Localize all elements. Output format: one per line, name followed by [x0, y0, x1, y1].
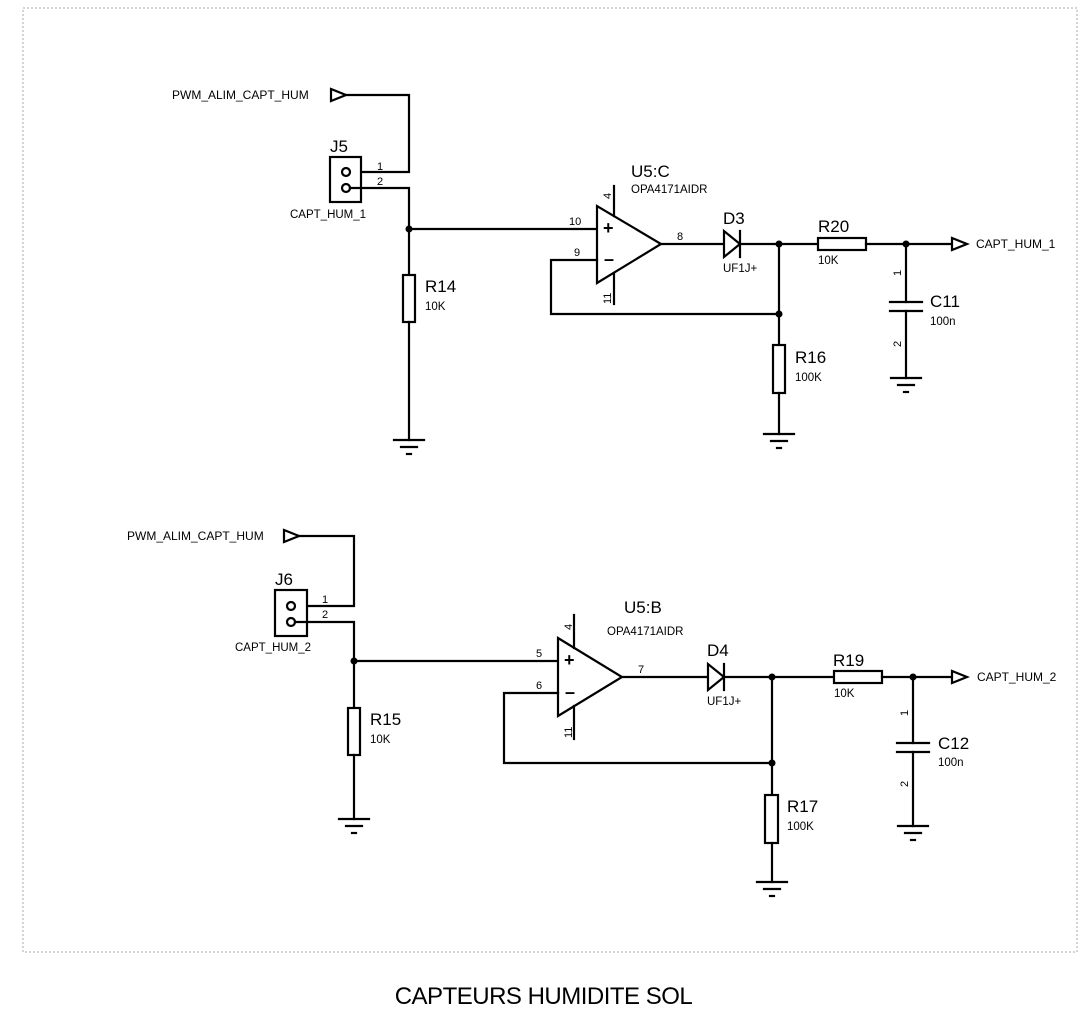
- minus-sign: –: [604, 249, 614, 269]
- connector-ref: J6: [275, 570, 293, 589]
- opamp-ref: U5:B: [624, 598, 662, 617]
- connector-ref: J5: [330, 137, 348, 156]
- capacitor-value: 100n: [938, 757, 964, 769]
- junction-dot: [775, 310, 783, 318]
- pin-number: 7: [638, 664, 644, 676]
- minus-sign: –: [565, 682, 575, 702]
- ground-icon: [755, 880, 789, 898]
- pin-number: 9: [574, 247, 580, 259]
- resistor-r17[interactable]: [763, 793, 780, 845]
- resistor-r20[interactable]: [816, 236, 868, 252]
- net-port-input-icon[interactable]: [329, 87, 349, 103]
- ground-icon: [889, 376, 923, 394]
- channel-1: PWM_ALIM_CAPT_HUM J5 1 2 CAPT_HUM_1 R14 …: [172, 87, 1056, 456]
- pin-number: 10: [569, 216, 581, 228]
- net-port-output-icon[interactable]: [950, 236, 970, 252]
- resistor-r14[interactable]: [401, 273, 417, 324]
- opamp-ref: U5:C: [631, 162, 670, 181]
- capacitor-ref: C12: [938, 734, 969, 753]
- capacitor-c12[interactable]: [895, 741, 931, 754]
- net-port-output-icon[interactable]: [950, 669, 970, 685]
- resistor-value: 100K: [787, 821, 814, 833]
- resistor-ref: R14: [425, 277, 456, 296]
- ground-icon: [762, 432, 796, 450]
- output-net-label: CAPT_HUM_2: [977, 670, 1057, 684]
- pin-circle-icon: [285, 600, 297, 612]
- connector-value: CAPT_HUM_2: [235, 642, 311, 654]
- pin-number: 11: [602, 293, 614, 304]
- resistor-value: 10K: [818, 255, 839, 267]
- junction-dot: [768, 759, 776, 767]
- pin-number: 8: [677, 231, 683, 243]
- resistor-ref: R15: [370, 710, 401, 729]
- pin-circle-icon: [340, 182, 352, 194]
- pin-number: 1: [892, 270, 904, 276]
- resistor-r15[interactable]: [346, 706, 362, 757]
- pin-number: 1: [322, 594, 328, 606]
- resistor-ref: R19: [833, 651, 864, 670]
- pin-number: 1: [899, 710, 911, 716]
- plus-sign: +: [603, 218, 614, 238]
- capacitor-c11[interactable]: [888, 300, 924, 313]
- diode-value: UF1J+: [707, 696, 741, 708]
- diode-d4[interactable]: [706, 661, 726, 693]
- net-port-input-icon[interactable]: [282, 528, 302, 544]
- pin-number: 2: [892, 341, 904, 347]
- resistor-value: 10K: [834, 688, 855, 700]
- diode-d3[interactable]: [722, 228, 742, 260]
- diode-ref: D4: [707, 641, 729, 660]
- resistor-value: 10K: [425, 301, 446, 313]
- wire-feedback: [502, 691, 774, 765]
- ground-icon: [392, 438, 426, 456]
- pin-number: 4: [602, 193, 614, 199]
- pin-number: 4: [563, 624, 575, 630]
- plus-sign: +: [564, 650, 575, 670]
- capacitor-ref: C11: [930, 292, 960, 311]
- sheet-frame: [22, 7, 1078, 953]
- wire-j5-pin2: [348, 186, 411, 231]
- pin-number: 5: [536, 648, 542, 660]
- resistor-ref: R16: [795, 348, 826, 367]
- opamp-part: OPA4171AIDR: [631, 184, 708, 196]
- input-net-label: PWM_ALIM_CAPT_HUM: [127, 529, 264, 543]
- channel-2: PWM_ALIM_CAPT_HUM J6 1 2 CAPT_HUM_2 R15 …: [127, 528, 1057, 898]
- capacitor-value: 100n: [930, 316, 956, 328]
- diode-value: UF1J+: [723, 263, 757, 275]
- opamp-u5c[interactable]: [595, 204, 664, 285]
- resistor-value: 10K: [370, 734, 391, 746]
- resistor-r19[interactable]: [832, 669, 884, 685]
- ground-icon: [896, 824, 930, 842]
- input-net-label: PWM_ALIM_CAPT_HUM: [172, 88, 309, 102]
- resistor-value: 100K: [795, 372, 822, 384]
- connector-j6[interactable]: [273, 588, 309, 638]
- diode-ref: D3: [723, 209, 745, 228]
- wire-feedback: [549, 258, 781, 316]
- resistor-ref: R17: [787, 797, 818, 816]
- pin-number: 2: [377, 176, 383, 188]
- opamp-u5b[interactable]: [556, 636, 625, 718]
- pin-circle-icon: [285, 616, 297, 628]
- output-net-label: CAPT_HUM_1: [976, 237, 1056, 251]
- pin-circle-icon: [340, 166, 352, 178]
- wire-j6-pin2: [293, 620, 356, 663]
- pin-number: 2: [322, 609, 328, 621]
- resistor-ref: R20: [818, 217, 849, 236]
- connector-value: CAPT_HUM_1: [290, 209, 366, 221]
- pin-number: 2: [899, 781, 911, 787]
- pin-number: 11: [563, 727, 575, 738]
- pin-number: 6: [536, 680, 542, 692]
- connector-j5[interactable]: [328, 155, 363, 204]
- resistor-r16[interactable]: [771, 343, 787, 395]
- wire-pwm-j5: [344, 93, 411, 174]
- sheet-title: CAPTEURS HUMIDITE SOL: [394, 983, 693, 1010]
- ground-icon: [337, 817, 371, 835]
- wire-pwm-j6: [297, 534, 356, 608]
- opamp-part: OPA4171AIDR: [607, 626, 684, 638]
- pin-number: 1: [377, 161, 383, 173]
